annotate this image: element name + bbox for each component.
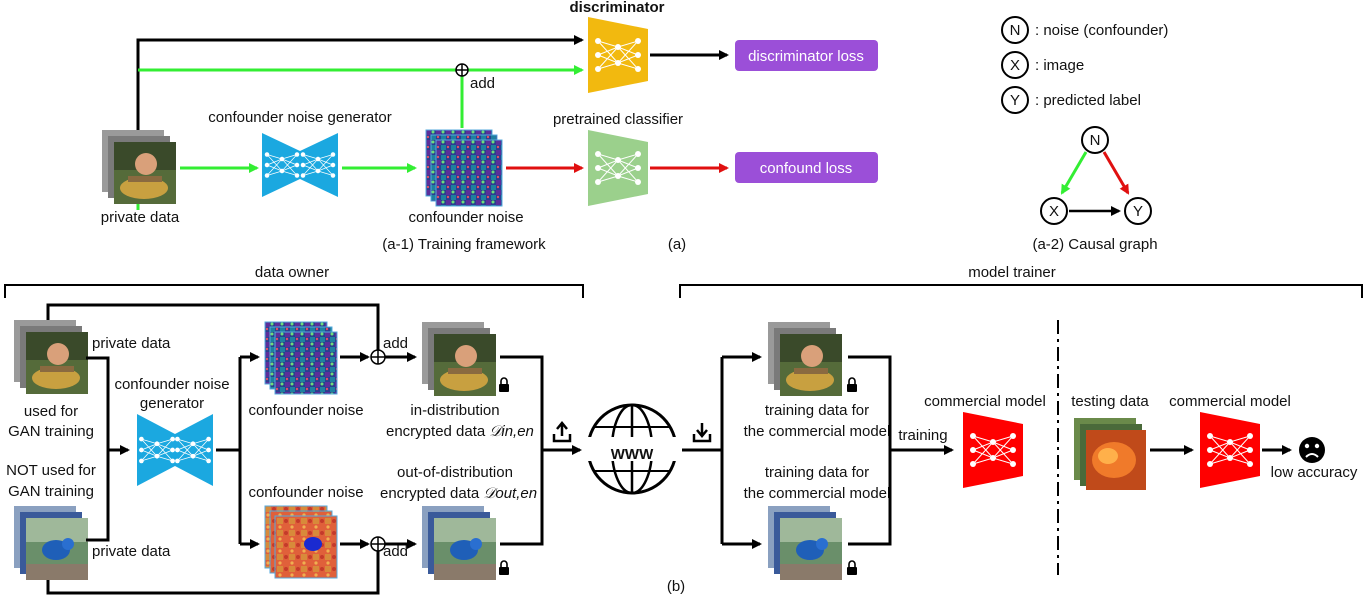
confounder-noise-stack-icon: [425, 129, 503, 207]
download-icon: [692, 423, 712, 443]
in-dist-label-1: in-distribution: [410, 402, 499, 419]
used-label-2: GAN training: [8, 423, 94, 440]
discriminator-label: discriminator: [569, 0, 664, 16]
confound-loss-box: confound loss: [735, 152, 878, 183]
node-y: Y: [1124, 197, 1152, 225]
discriminator-loss-label: discriminator loss: [748, 48, 864, 65]
add-top-circle-icon: [370, 349, 386, 365]
model-trainer-bracket: [679, 284, 1363, 298]
lock-icon: [846, 377, 858, 393]
generator-network-icon: [262, 133, 338, 197]
commercial-model-test-network-icon: [1200, 412, 1260, 488]
confounder-noise-label: confounder noise: [408, 209, 523, 226]
testing-data-image-stack-icon: [1074, 418, 1146, 490]
private-data-bottom-label: private data: [92, 543, 171, 560]
arrow-private-to-discriminator: [136, 35, 584, 138]
out-distribution-image-stack-icon: [422, 506, 496, 580]
commercial-model-network-icon: [963, 412, 1023, 488]
out-dist-label-2: encrypted data 𝒟out,en: [380, 485, 537, 502]
add-top-label: add: [383, 335, 408, 352]
legend-x: X : image: [1001, 51, 1084, 79]
legend-y-text: : predicted label: [1035, 92, 1141, 109]
bypass-line-bottom: [46, 544, 380, 595]
used-label-1: used for: [24, 403, 78, 420]
classifier-network-icon: [588, 130, 648, 206]
training-data-bottom-image-stack-icon: [768, 506, 842, 580]
not-used-label-1: NOT used for: [6, 462, 96, 479]
noise-bottom-label: confounder noise: [248, 484, 363, 501]
in-dist-label-2: encrypted data 𝒟in,en: [386, 423, 534, 440]
confounder-noise-top-stack-icon: [264, 321, 338, 395]
legend-n-text: : noise (confounder): [1035, 22, 1168, 39]
data-owner-label: data owner: [255, 264, 329, 281]
legend-n: N : noise (confounder): [1001, 16, 1168, 44]
legend-x-text: : image: [1035, 57, 1084, 74]
testing-data-label: testing data: [1071, 393, 1149, 410]
part-a-caption: (a): [668, 236, 686, 253]
causal-graph-caption: (a-2) Causal graph: [1032, 236, 1157, 253]
node-n: N: [1081, 126, 1109, 154]
training-label: training: [898, 427, 947, 444]
merge-line-left: [86, 356, 110, 542]
not-used-label-2: GAN training: [8, 483, 94, 500]
discriminator-network-icon: [588, 17, 648, 93]
training-data-top-image-stack-icon: [768, 322, 842, 396]
part-b-caption: (b): [667, 578, 685, 595]
generator-label-2: generator: [140, 395, 204, 412]
data-owner-bracket: [4, 284, 584, 298]
globe-www-icon: WWW: [582, 403, 682, 495]
confound-loss-label: confound loss: [760, 160, 853, 177]
classifier-label: pretrained classifier: [553, 111, 683, 128]
training-data-top-label-1: training data for: [765, 402, 869, 419]
training-data-top-label-2: the commercial model: [744, 423, 891, 440]
upload-icon: [552, 421, 572, 443]
discriminator-loss-box: discriminator loss: [735, 40, 878, 71]
noise-top-label: confounder noise: [248, 402, 363, 419]
training-data-bottom-label-1: training data for: [765, 464, 869, 481]
lock-icon: [498, 377, 510, 393]
confounder-noise-bottom-stack-icon: [264, 505, 338, 579]
node-x: X: [1040, 197, 1068, 225]
causal-graph: N : noise (confounder) X : image Y : pre…: [1001, 16, 1168, 253]
www-label: WWW: [611, 446, 654, 463]
low-accuracy-label: low accuracy: [1271, 464, 1358, 481]
svg-text:Y: Y: [1133, 203, 1143, 220]
out-dist-label-1: out-of-distribution: [397, 464, 513, 481]
training-framework: add discriminator discriminator loss pri…: [101, 0, 878, 253]
in-distribution-image-stack-icon: [422, 322, 496, 396]
private-data-image-stack-icon: [102, 130, 176, 204]
edge-n-to-x: [1060, 151, 1088, 195]
svg-text:N: N: [1010, 22, 1021, 39]
commercial-model-label-1: commercial model: [924, 393, 1046, 410]
edge-n-to-y: [1102, 151, 1130, 195]
add-bottom-label: add: [383, 543, 408, 560]
generator-label: confounder noise generator: [208, 109, 391, 126]
lock-icon: [846, 560, 858, 576]
private-data-label: private data: [101, 209, 180, 226]
commercial-model-label-2: commercial model: [1169, 393, 1291, 410]
svg-text:N: N: [1090, 132, 1101, 149]
svg-text:X: X: [1010, 57, 1020, 74]
generator-label-1: confounder noise: [114, 376, 229, 393]
svg-text:Y: Y: [1010, 92, 1020, 109]
model-trainer-label: model trainer: [968, 264, 1056, 281]
training-framework-caption: (a-1) Training framework: [382, 236, 546, 253]
add-circle-icon: [455, 63, 469, 77]
sad-face-icon: [1299, 437, 1325, 463]
private-data-top-label: private data: [92, 335, 171, 352]
private-data-bottom-image-stack-icon: [14, 506, 88, 580]
bypass-line-top: [46, 303, 380, 350]
deployment-pipeline: data owner model trainer private data us…: [4, 264, 1363, 595]
generator-network-icon-b: [137, 414, 213, 486]
private-data-top-image-stack-icon: [14, 320, 88, 394]
lock-icon: [498, 560, 510, 576]
legend-y: Y : predicted label: [1001, 86, 1141, 114]
svg-text:X: X: [1049, 203, 1059, 220]
add-label: add: [470, 75, 495, 92]
training-data-bottom-label-2: the commercial model: [744, 485, 891, 502]
